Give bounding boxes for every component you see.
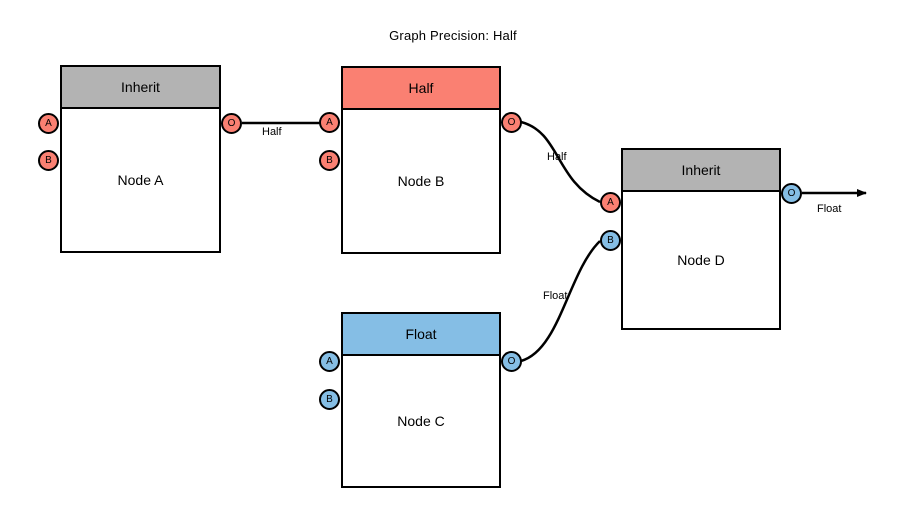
- node-d-body: Node D: [623, 192, 779, 328]
- port-label: A: [326, 356, 333, 367]
- node-b-port-o[interactable]: O: [501, 112, 522, 133]
- node-b-title: Node B: [397, 173, 445, 189]
- node-node-b[interactable]: Half Node B: [341, 66, 501, 254]
- node-d-header: Inherit: [623, 150, 779, 192]
- port-label: O: [787, 188, 796, 199]
- edge-label-node-c-to-node-d: Float: [543, 290, 568, 302]
- node-a-port-o[interactable]: O: [221, 113, 242, 134]
- node-node-d[interactable]: Inherit Node D: [621, 148, 781, 330]
- node-c-title: Node C: [397, 413, 445, 429]
- port-label: O: [227, 118, 236, 129]
- edge-node-c-to-node-d: [520, 240, 601, 363]
- node-a-header: Inherit: [62, 67, 219, 109]
- node-c-port-b[interactable]: B: [319, 389, 340, 410]
- port-label: B: [326, 155, 333, 166]
- node-a-port-b[interactable]: B: [38, 150, 59, 171]
- node-d-precision-label: Inherit: [681, 162, 721, 178]
- node-a-body: Node A: [62, 109, 219, 251]
- node-node-a[interactable]: Inherit Node A: [60, 65, 221, 253]
- port-label: A: [607, 197, 614, 208]
- port-label: B: [607, 235, 614, 246]
- node-c-port-o[interactable]: O: [501, 351, 522, 372]
- port-label: O: [507, 117, 516, 128]
- edge-label-node-a-to-node-b: Half: [262, 126, 282, 138]
- node-b-precision-label: Half: [408, 80, 434, 96]
- node-b-body: Node B: [343, 110, 499, 252]
- node-c-precision-label: Float: [405, 326, 437, 342]
- node-c-header: Float: [343, 314, 499, 356]
- node-c-port-a[interactable]: A: [319, 351, 340, 372]
- node-b-port-b[interactable]: B: [319, 150, 340, 171]
- port-label: B: [326, 394, 333, 405]
- page-title: Graph Precision: Half: [389, 28, 517, 43]
- node-d-port-a[interactable]: A: [600, 192, 621, 213]
- port-label: B: [45, 155, 52, 166]
- node-node-c[interactable]: Float Node C: [341, 312, 501, 488]
- node-d-title: Node D: [677, 252, 725, 268]
- port-label: O: [507, 356, 516, 367]
- edge-label-node-b-to-node-d: Half: [547, 151, 567, 163]
- node-b-header: Half: [343, 68, 499, 110]
- node-a-precision-label: Inherit: [121, 79, 160, 95]
- port-label: A: [45, 118, 52, 129]
- node-a-title: Node A: [117, 172, 164, 188]
- edge-node-b-to-node-d: [520, 120, 601, 204]
- port-label: A: [326, 117, 333, 128]
- edge-label-node-d-output: Float: [817, 203, 842, 215]
- node-d-port-o[interactable]: O: [781, 183, 802, 204]
- node-d-port-b[interactable]: B: [600, 230, 621, 251]
- node-c-body: Node C: [343, 356, 499, 486]
- node-b-port-a[interactable]: A: [319, 112, 340, 133]
- node-a-port-a[interactable]: A: [38, 113, 59, 134]
